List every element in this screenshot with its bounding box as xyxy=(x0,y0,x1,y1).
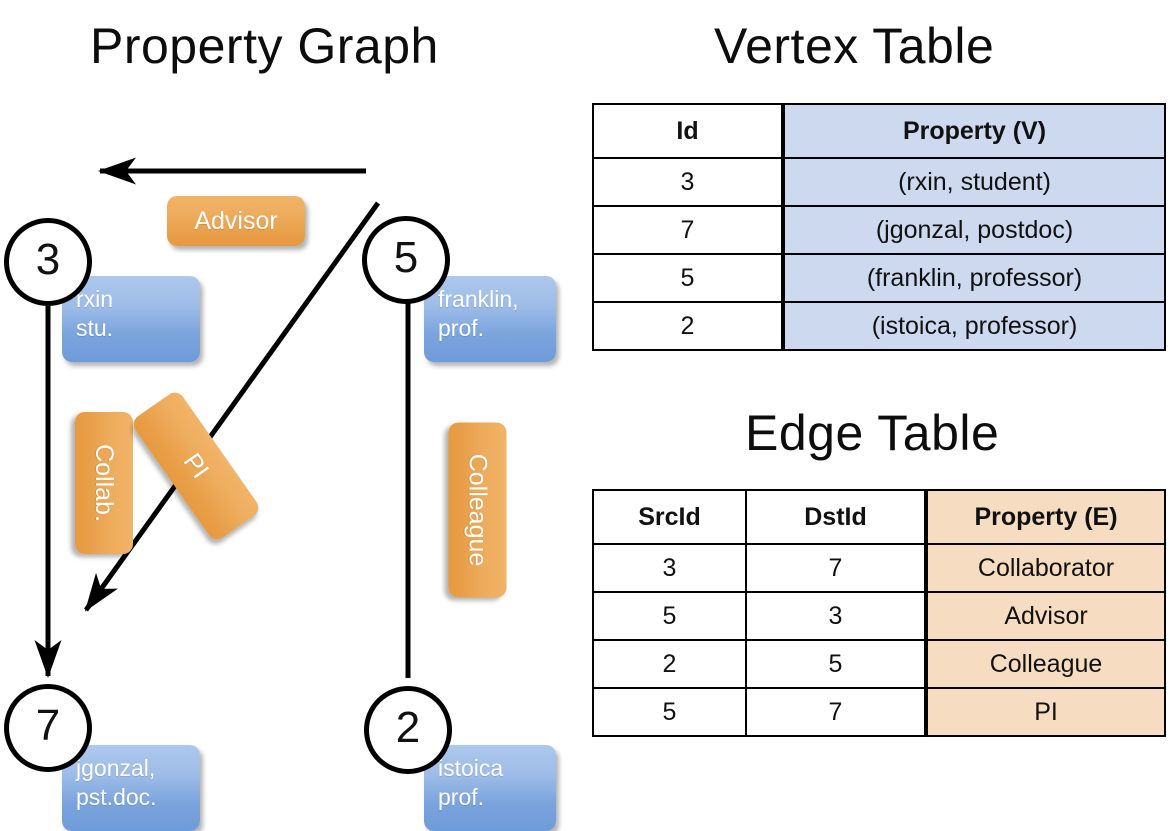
edge-line-5-to-7 xyxy=(83,201,381,612)
edge-label-collab-text: Collab. xyxy=(90,444,119,522)
graph-node-3-label: 3 xyxy=(35,235,61,284)
vertex-property-jgonzal-line1: jgonzal, xyxy=(76,755,156,781)
edge-dstid-cell: 7 xyxy=(745,543,927,593)
table-row: 3 7 Collaborator xyxy=(592,543,1166,593)
edge-property-cell: PI xyxy=(924,687,1166,737)
vertex-table: Id Property (V) 3 (rxin, student) 7 (jgo… xyxy=(592,103,1166,351)
graph-node-7-label: 7 xyxy=(35,701,61,750)
vertex-property-cell: (istoica, professor) xyxy=(781,301,1166,351)
edge-srcid-cell: 5 xyxy=(592,591,747,641)
property-graph-diagram: Advisor Collab. PI Colleague rxin stu. f… xyxy=(0,90,585,831)
vertex-property-rxin-line2: stu. xyxy=(76,315,114,342)
vertex-id-cell: 2 xyxy=(592,301,784,351)
page-title-edge-table: Edge Table xyxy=(745,405,1000,461)
graph-node-3: 3 xyxy=(4,218,92,306)
edge-table-header-dstid: DstId xyxy=(745,489,927,545)
edge-table-header-property: Property (E) xyxy=(924,489,1166,545)
vertex-table-header-id: Id xyxy=(592,103,784,159)
table-row: 5 (franklin, professor) xyxy=(592,253,1166,303)
vertex-id-cell: 5 xyxy=(592,253,784,303)
vertex-property-rxin-line1: rxin xyxy=(76,286,114,312)
edge-property-cell: Collaborator xyxy=(924,543,1166,593)
table-row: 2 (istoica, professor) xyxy=(592,301,1166,351)
vertex-property-franklin-line1: franklin, xyxy=(438,286,519,312)
edge-label-advisor: Advisor xyxy=(167,196,305,246)
table-row: 5 7 PI xyxy=(592,687,1166,737)
edge-label-pi-text: PI xyxy=(178,448,215,484)
edge-table-header-row: SrcId DstId Property (E) xyxy=(592,489,1166,545)
table-row: 3 (rxin, student) xyxy=(592,157,1166,207)
edge-srcid-cell: 2 xyxy=(592,639,747,689)
edge-dstid-cell: 7 xyxy=(745,687,927,737)
page-title-property-graph: Property Graph xyxy=(90,18,439,74)
graph-node-7: 7 xyxy=(4,684,92,772)
edge-table: SrcId DstId Property (E) 3 7 Collaborato… xyxy=(592,489,1166,737)
table-row: 7 (jgonzal, postdoc) xyxy=(592,205,1166,255)
edge-table-header-srcid: SrcId xyxy=(592,489,747,545)
vertex-property-franklin-line2: prof. xyxy=(438,315,485,342)
edge-dstid-cell: 3 xyxy=(745,591,927,641)
vertex-property-cell: (franklin, professor) xyxy=(781,253,1166,303)
vertex-property-box-franklin: franklin, prof. xyxy=(424,276,556,362)
edge-label-colleague: Colleague xyxy=(448,422,507,598)
vertex-property-cell: (rxin, student) xyxy=(781,157,1166,207)
page-title-vertex-table: Vertex Table xyxy=(714,18,995,74)
vertex-property-istoica-line1: istoica xyxy=(438,755,504,781)
vertex-property-box-rxin: rxin stu. xyxy=(62,276,200,362)
vertex-table-header-property: Property (V) xyxy=(781,103,1166,159)
vertex-property-cell: (jgonzal, postdoc) xyxy=(781,205,1166,255)
edge-srcid-cell: 5 xyxy=(592,687,747,737)
vertex-property-istoica-line2: prof. xyxy=(438,784,485,811)
edge-property-cell: Advisor xyxy=(924,591,1166,641)
vertex-property-box-istoica: istoica prof. xyxy=(424,745,556,831)
slide-root: Property Graph Vertex Table Edge Table A… xyxy=(0,18,1166,831)
graph-node-2-label: 2 xyxy=(395,703,421,752)
vertex-id-cell: 7 xyxy=(592,205,784,255)
edge-property-cell: Colleague xyxy=(924,639,1166,689)
graph-node-5-label: 5 xyxy=(393,233,419,282)
vertex-property-jgonzal-line2: pst.doc. xyxy=(76,784,157,811)
graph-node-2: 2 xyxy=(364,686,452,774)
vertex-table-header-row: Id Property (V) xyxy=(592,103,1166,159)
vertex-id-cell: 3 xyxy=(592,157,784,207)
edge-label-advisor-text: Advisor xyxy=(194,206,278,235)
edge-dstid-cell: 5 xyxy=(745,639,927,689)
edge-label-collab: Collab. xyxy=(75,412,133,554)
edge-srcid-cell: 3 xyxy=(592,543,747,593)
graph-node-5: 5 xyxy=(362,216,450,304)
table-row: 5 3 Advisor xyxy=(592,591,1166,641)
edge-label-colleague-text: Colleague xyxy=(464,453,492,567)
vertex-property-box-jgonzal: jgonzal, pst.doc. xyxy=(62,745,200,831)
table-row: 2 5 Colleague xyxy=(592,639,1166,689)
